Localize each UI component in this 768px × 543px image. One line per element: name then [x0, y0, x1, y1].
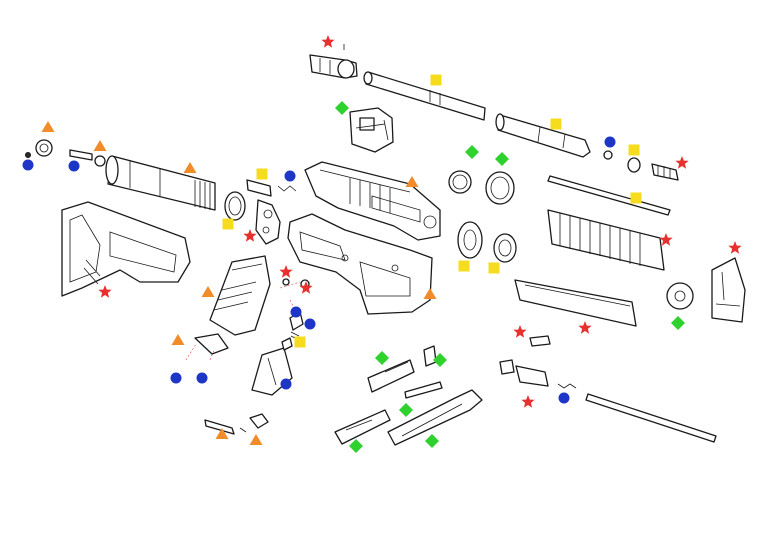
yellow-square-marker: [294, 336, 306, 348]
yellow-square-marker: [430, 74, 442, 86]
blue-circle-marker: [290, 306, 302, 318]
yellow-square-marker: [550, 118, 562, 130]
alignment-guides: [279, 281, 301, 313]
green-diamond-marker: [375, 351, 389, 365]
pin-and-spring-part: [246, 179, 297, 197]
sling-plate-part: [255, 199, 281, 245]
blue-circle-marker: [304, 318, 316, 330]
blue-circle-marker: [68, 160, 80, 172]
operating-rod-part: [585, 393, 717, 443]
yellow-square-marker: [488, 262, 500, 274]
buffer-tube-part: [105, 155, 216, 211]
blue-circle-marker: [170, 372, 182, 384]
barrel-part: [363, 71, 486, 121]
markers-layer: [22, 35, 742, 453]
green-diamond-marker: [671, 316, 685, 330]
castle-nut-part: [224, 191, 246, 221]
yellow-square-marker: [222, 218, 234, 230]
pistol-grip-part: [209, 255, 271, 336]
flash-hider-top-part: [309, 44, 358, 79]
blue-circle-marker: [280, 378, 292, 390]
charging-handle-part: [387, 381, 483, 446]
green-diamond-marker: [495, 152, 509, 166]
red-star-marker: [98, 285, 112, 298]
gas-tube-barrel-part: [495, 113, 591, 158]
green-diamond-marker: [433, 353, 447, 367]
orange-triangle-marker: [183, 162, 197, 173]
red-star-marker: [279, 265, 293, 278]
green-diamond-marker: [399, 403, 413, 417]
gas-key-part: [499, 335, 577, 389]
barrel-nut-rings-part: [448, 170, 517, 263]
red-star-marker: [243, 229, 257, 242]
front-sight-part: [711, 257, 746, 323]
front-sight-block-part: [349, 107, 394, 153]
parts-layer: [25, 44, 746, 446]
red-star-marker: [578, 321, 592, 334]
blue-circle-marker: [196, 372, 208, 384]
lower-receiver-part: [287, 213, 433, 315]
handguard-upper-part: [547, 209, 665, 271]
green-diamond-marker: [335, 101, 349, 115]
blue-circle-marker: [604, 136, 616, 148]
orange-triangle-marker: [249, 434, 263, 445]
yellow-square-marker: [458, 260, 470, 272]
orange-triangle-marker: [41, 121, 55, 132]
yellow-square-marker: [628, 144, 640, 156]
yellow-square-marker: [256, 168, 268, 180]
ejection-port-cover-part: [367, 345, 437, 393]
gas-tube-part: [547, 175, 671, 216]
mag-release-part: [204, 413, 269, 435]
blue-circle-marker: [22, 159, 34, 171]
retaining-pin-part: [603, 150, 641, 173]
green-diamond-marker: [349, 439, 363, 453]
bolt-carrier-part: [334, 409, 391, 445]
muzzle-brake-part: [651, 163, 679, 181]
red-star-marker: [521, 395, 535, 408]
blue-circle-marker: [284, 170, 296, 182]
red-star-marker: [299, 281, 313, 294]
red-star-marker: [728, 241, 742, 254]
red-star-marker: [321, 35, 335, 48]
orange-triangle-marker: [405, 176, 419, 187]
blue-circle-marker: [558, 392, 570, 404]
red-star-marker: [513, 325, 527, 338]
stock-part: [61, 201, 191, 297]
upper-receiver-part: [304, 161, 441, 241]
stock-latch-ring-part: [25, 139, 106, 167]
orange-triangle-marker: [215, 428, 229, 439]
green-diamond-marker: [465, 145, 479, 159]
handguard-lower-part: [514, 279, 637, 327]
delta-ring-part: [666, 282, 694, 310]
orange-triangle-marker: [423, 288, 437, 299]
red-star-marker: [675, 156, 689, 169]
orange-triangle-marker: [201, 286, 215, 297]
orange-triangle-marker: [171, 334, 185, 345]
green-diamond-marker: [425, 434, 439, 448]
trigger-guard-part: [185, 333, 229, 361]
red-star-marker: [659, 233, 673, 246]
yellow-square-marker: [630, 192, 642, 204]
orange-triangle-marker: [93, 140, 107, 151]
